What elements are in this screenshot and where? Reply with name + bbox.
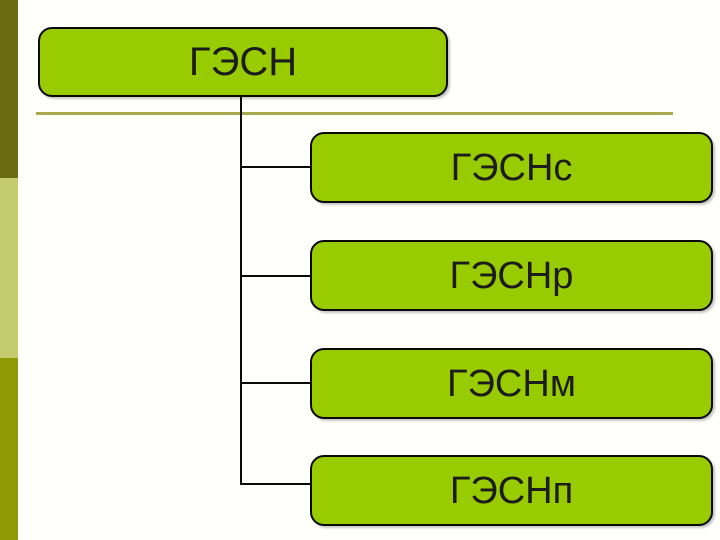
- node-gesns-label: ГЭСНс: [450, 146, 573, 189]
- node-gesns: ГЭСНс: [310, 132, 713, 203]
- node-gesnr-label: ГЭСНр: [449, 254, 574, 297]
- divider-line: [36, 112, 673, 115]
- connector-branch-4: [242, 483, 310, 485]
- connector-branch-2: [242, 275, 310, 277]
- node-gesnp: ГЭСНп: [310, 455, 713, 526]
- node-gesnm-label: ГЭСНм: [447, 362, 576, 405]
- connector-branch-3: [242, 382, 310, 384]
- node-gesnp-label: ГЭСНп: [449, 469, 574, 512]
- left-stripe-middle-segment: [0, 178, 18, 358]
- node-gesnr: ГЭСНр: [310, 240, 713, 311]
- node-gesn-root: ГЭСН: [38, 27, 448, 97]
- left-stripe-bottom-segment: [0, 358, 18, 540]
- node-gesnm: ГЭСНм: [310, 348, 713, 419]
- node-gesn-root-label: ГЭСН: [188, 40, 298, 84]
- connector-branch-1: [242, 166, 310, 168]
- left-stripe-top-segment: [0, 0, 18, 178]
- connector-vertical-trunk: [240, 97, 242, 485]
